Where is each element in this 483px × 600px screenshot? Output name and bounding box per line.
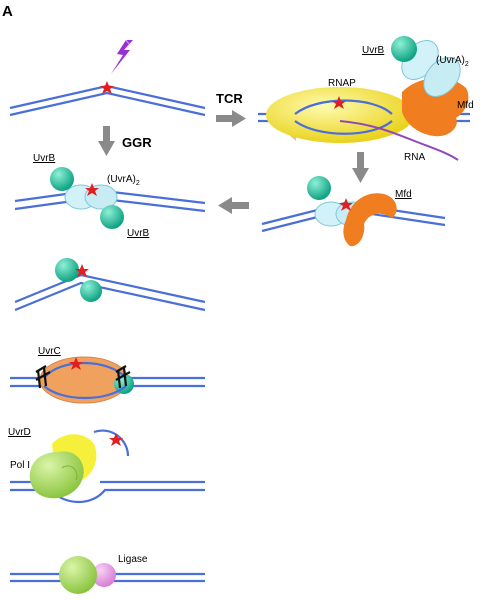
uvrb-label-top: UvrB (33, 153, 56, 164)
pol-i-label: Pol I (10, 460, 30, 471)
panel-label: A (2, 3, 13, 20)
lesion-star-icon (75, 264, 89, 277)
uvrb-protein-top (50, 167, 74, 191)
uvrb-label-tcr: UvrB (362, 45, 385, 56)
lesion-star-icon (109, 433, 123, 446)
mfd-protein (402, 77, 469, 137)
uvrb-protein-back (80, 280, 102, 302)
step-rnap-stall (258, 36, 470, 161)
tcr-arrow (216, 110, 246, 127)
step-damaged-dna (9, 39, 206, 117)
incision-cut-right-icon (115, 365, 131, 389)
pol-i-protein (59, 556, 97, 594)
mfd-label-delivery: Mfd (395, 189, 412, 200)
uvrb-protein (391, 36, 417, 62)
step-ligation (10, 556, 205, 594)
tcr-down-arrow (352, 152, 369, 183)
lesion-star-icon (69, 357, 83, 370)
lesion-star-icon (332, 96, 346, 109)
ligase-protein (92, 563, 116, 587)
dna-strand-top (14, 273, 206, 304)
step-mfd-delivery (261, 176, 446, 247)
transcription-bubble (294, 99, 393, 135)
dna-strand-bottom (9, 91, 206, 117)
mfd-label-tcr: Mfd (457, 100, 474, 111)
excised-oligo (93, 429, 130, 457)
uvra-dimer-right (423, 57, 461, 97)
uvrb-label-bottom: UvrB (127, 228, 150, 239)
incision-cut-left-icon (35, 365, 51, 389)
merge-left-arrow (218, 197, 249, 214)
tcr-label: TCR (216, 91, 243, 106)
pol-i-protein (29, 451, 84, 499)
uvra2-label-tcr: (UvrA)2 (436, 55, 469, 68)
rna-strand (339, 120, 459, 161)
uvrb-protein (307, 176, 331, 200)
uvra2-label-ggr: (UvrA)2 (107, 174, 140, 187)
lesion-star-icon (100, 81, 114, 94)
step-excision-resynthesis (10, 429, 205, 503)
lesion-star-icon (339, 198, 353, 211)
step-uvrab-recognition (14, 167, 206, 229)
rna-label: RNA (404, 152, 425, 163)
ligase-label: Ligase (118, 554, 148, 565)
mfd-protein (343, 193, 397, 247)
rnap-label: RNAP (328, 78, 356, 89)
step-uvrc-incision (10, 356, 205, 404)
uvrb-protein-bottom (100, 205, 124, 229)
uvrc-label: UvrC (38, 346, 61, 357)
uvrd-label: UvrD (8, 427, 31, 438)
uvrb-protein (55, 258, 79, 282)
ggr-arrow (98, 126, 115, 156)
uv-lightning-icon (111, 40, 133, 74)
lesion-star-icon (85, 183, 99, 196)
dna-strand-bottom (14, 281, 206, 312)
step-uvrb-preincision (14, 258, 206, 312)
ggr-label: GGR (122, 135, 152, 150)
